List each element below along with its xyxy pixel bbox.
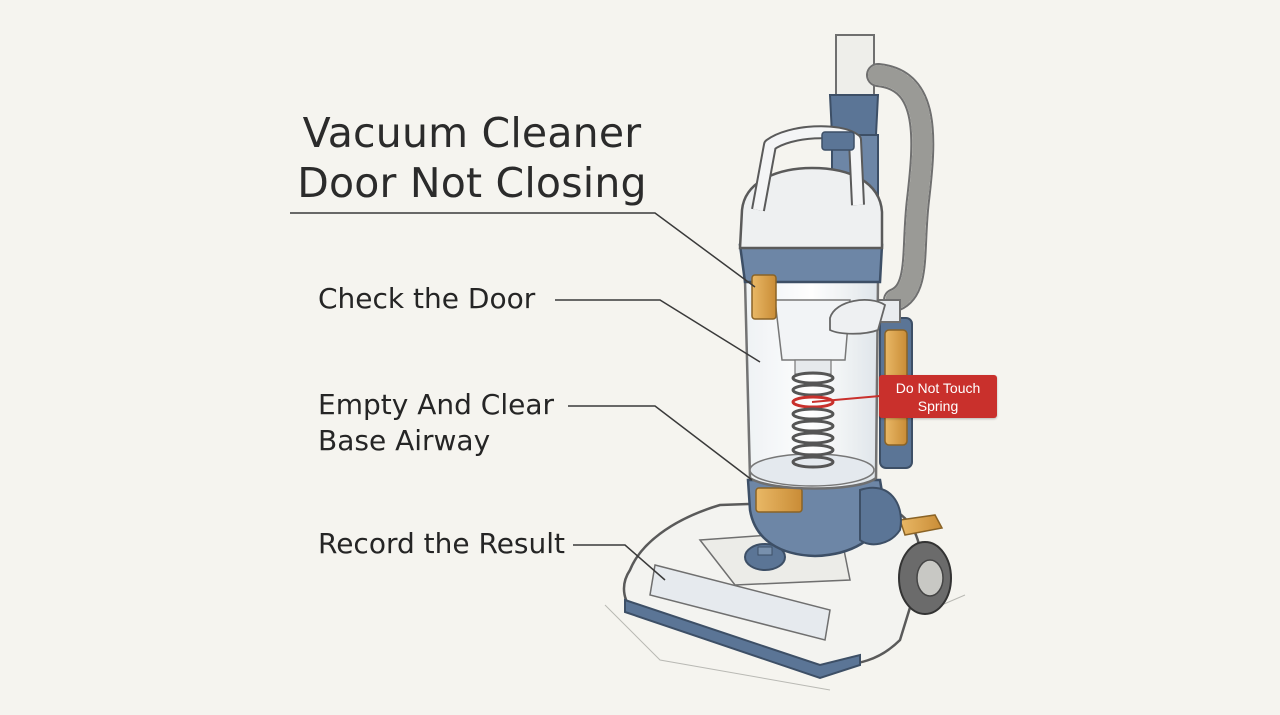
dial-knob bbox=[744, 543, 786, 571]
title-line-2: Door Not Closing bbox=[297, 159, 647, 207]
leader-lines bbox=[290, 212, 761, 581]
step-label-line: Base Airway bbox=[318, 424, 491, 457]
title-line-1: Vacuum Cleaner bbox=[302, 109, 642, 157]
step-label-line: Record the Result bbox=[318, 527, 566, 560]
spring bbox=[791, 371, 835, 469]
page-title: Vacuum Cleaner Door Not Closing bbox=[292, 108, 652, 208]
empty-leader bbox=[568, 405, 753, 481]
top-lid bbox=[738, 125, 884, 250]
rear-wheel bbox=[898, 514, 952, 615]
bin-collar bbox=[738, 243, 884, 320]
step-label-check-door: Check the Door bbox=[318, 281, 535, 317]
step-label-line: Check the Door bbox=[318, 282, 536, 315]
title-leader bbox=[290, 212, 756, 288]
door-leader bbox=[555, 299, 761, 363]
record-leader bbox=[573, 544, 666, 581]
hose bbox=[866, 63, 935, 312]
step-label-empty-clear: Empty And Clear Base Airway bbox=[318, 387, 554, 459]
warning-badge: Do Not Touch Spring bbox=[879, 375, 997, 418]
warning-leader bbox=[811, 395, 881, 403]
dust-bin bbox=[743, 278, 887, 490]
step-label-line: Empty And Clear bbox=[318, 388, 554, 421]
warning-line-2: Spring bbox=[917, 397, 959, 414]
warning-line-1: Do Not Touch bbox=[895, 379, 981, 396]
step-label-record-result: Record the Result bbox=[318, 526, 565, 562]
motor-housing bbox=[746, 478, 902, 558]
